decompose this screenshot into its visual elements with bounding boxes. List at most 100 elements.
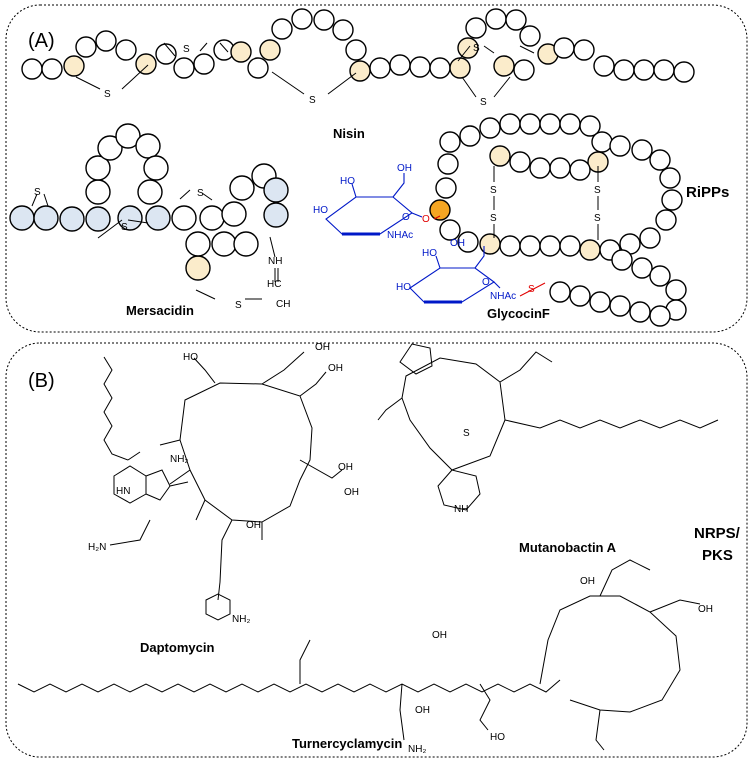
dapto-oh-5: OH (246, 520, 261, 531)
turner-nh2: NH₂ (408, 744, 426, 755)
nrps-class-label-line2: PKS (702, 547, 733, 564)
glycocin-residue-32 (659, 167, 681, 189)
glycocin-glcnac-upper (325, 173, 441, 236)
nisin-s-4: S (473, 43, 480, 54)
nisin-residue-28 (485, 8, 507, 30)
nisin-residue-25 (449, 57, 471, 79)
mersacidin-s-2: S (121, 222, 128, 233)
glycocin-residue-20 (457, 231, 479, 253)
glycocin-residue-26 (579, 239, 601, 261)
nisin-residue-21 (369, 57, 391, 79)
nisin-residue-13 (247, 57, 269, 79)
mersacidin-residue-10 (143, 155, 169, 181)
mersacidin-residue-6 (85, 155, 111, 181)
mersacidin-residue-12 (117, 205, 143, 231)
glycocin-residue-33 (649, 149, 671, 171)
glycocin-residue-44 (589, 291, 611, 313)
nisin-residue-2 (41, 58, 63, 80)
nisin-residue-19 (345, 39, 367, 61)
mersacidin-residue-14 (171, 205, 197, 231)
mersacidin-residue-11 (137, 179, 163, 205)
turner-oh-2: OH (580, 576, 595, 587)
turner-oh-1: OH (698, 604, 713, 615)
turner-oh-4: OH (415, 705, 430, 716)
glycocin-residue-14 (569, 159, 591, 181)
nisin-residue-3 (63, 55, 85, 77)
nisin-s-1: S (104, 89, 111, 100)
glycocin-residue-45 (569, 285, 591, 307)
nisin-residue-9 (173, 57, 195, 79)
mersacidin-residue-24 (233, 231, 259, 257)
glycocin-residue-17 (509, 151, 531, 173)
nisin-residue-12 (230, 41, 252, 63)
glycocin-residue-22 (499, 235, 521, 257)
nisin-residue-8 (155, 43, 177, 65)
glycocin-s-4: S (594, 213, 601, 224)
glycocin-s-3: S (594, 185, 601, 196)
glycocin-residue-9 (539, 113, 561, 135)
daptomycin-label: Daptomycin (140, 640, 214, 655)
nisin-residue-38 (673, 61, 695, 83)
glycocin-residue-37 (631, 257, 653, 279)
mersacidin-bridges (31, 189, 279, 300)
mersacidin-residue-8 (115, 123, 141, 149)
mutano-s: S (463, 428, 470, 439)
mersacidin-label: Mersacidin (126, 303, 194, 318)
daptomycin-structure (103, 351, 343, 621)
mersacidin-residue-2 (33, 205, 59, 231)
glycocin-residue-1 (429, 199, 451, 221)
turnercyclamycin-structure (17, 559, 701, 751)
glycan1-ho-left: HO (340, 176, 355, 187)
nisin-s-5: S (480, 97, 487, 108)
glycocin-residue-21 (479, 233, 501, 255)
nisin-residue-29 (505, 9, 527, 31)
dapto-nh2-kyn: NH₂ (232, 614, 250, 625)
mersacidin-residue-3 (59, 206, 85, 232)
glycocin-residue-11 (579, 115, 601, 137)
nisin-residue-27 (465, 17, 487, 39)
nisin-residue-35 (613, 59, 635, 81)
turnercyclamycin-label: Turnercyclamycin (292, 736, 402, 751)
glycocin-residue-3 (437, 153, 459, 175)
panel-b-label: (B) (28, 370, 55, 392)
panel-b-frame (5, 342, 748, 758)
mersacidin-residue-17 (229, 175, 255, 201)
mersacidin-residue-15 (199, 205, 225, 231)
glycocin-disulfides (493, 166, 599, 240)
glycocin-residue-42 (629, 301, 651, 323)
mersacidin-s-1: S (34, 187, 41, 198)
mersacidin-residue-20 (263, 202, 289, 228)
mersacidin-residue-16 (221, 201, 247, 227)
dapto-ho-1: HO (183, 352, 198, 363)
glycocin-residue-25 (559, 235, 581, 257)
glycocin-residue-24 (539, 235, 561, 257)
nisin-s-2: S (183, 44, 190, 55)
panel-a-label: (A) (28, 30, 55, 52)
nisin-residue-14 (259, 39, 281, 61)
nisin-residue-6 (115, 39, 137, 61)
nisin-s-3: S (309, 95, 316, 106)
mersacidin-residue-19 (263, 177, 289, 203)
glycan2-ho-mid: HO (396, 282, 411, 293)
dapto-oh-1: OH (315, 342, 330, 353)
dapto-oh-2: OH (328, 363, 343, 374)
mersacidin-residue-22 (185, 231, 211, 257)
nisin-residue-36 (633, 59, 655, 81)
glycocin-residue-19 (439, 219, 461, 241)
nisin-residue-24 (429, 57, 451, 79)
glycocin-residue-16 (529, 157, 551, 179)
glycocin-label: GlycocinF (487, 306, 550, 321)
mersacidin-residue-4 (85, 206, 111, 232)
ripps-class-label: RiPPs (686, 184, 729, 201)
mutano-nh: NH (454, 504, 468, 515)
glycocin-residue-35 (609, 135, 631, 157)
nisin-residue-23 (409, 56, 431, 78)
mutanobactin-structure (377, 343, 719, 511)
glycan1-link-o: O (422, 214, 430, 225)
glycocin-residue-6 (479, 117, 501, 139)
nisin-residue-18 (332, 19, 354, 41)
turner-ho: HO (490, 732, 505, 743)
mersacidin-residue-21 (185, 255, 211, 281)
nisin-residue-10 (193, 53, 215, 75)
